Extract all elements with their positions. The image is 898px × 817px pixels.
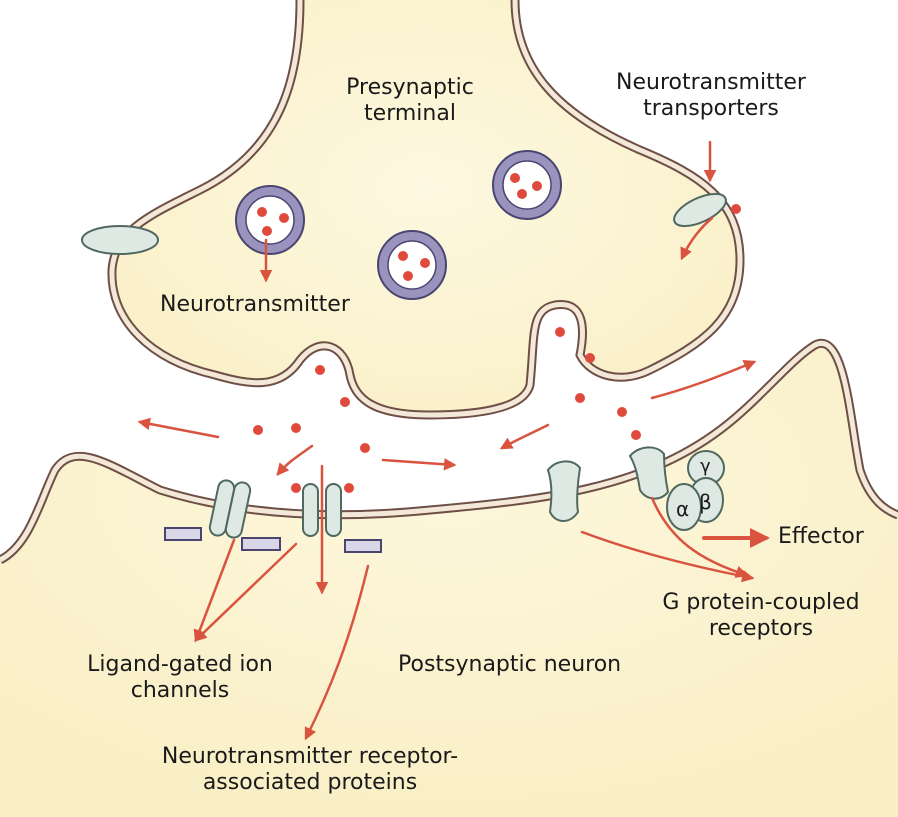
label-neurotransmitter: Neurotransmitter: [160, 292, 350, 317]
g-protein-complex: [666, 450, 725, 531]
synaptic-vesicle: [235, 185, 305, 255]
transporter-protein-right: [673, 192, 727, 228]
g-protein-coupled-receptor: [628, 446, 670, 500]
label-associated-line2: associated proteins: [202, 770, 418, 795]
label-transporters-line1: Neurotransmitter: [616, 70, 806, 95]
label-presynaptic-line2: terminal: [364, 101, 456, 126]
ligand-gated-ion-channel: [208, 479, 252, 539]
label-effector: Effector: [778, 524, 864, 549]
label-beta-subunit: β: [699, 490, 712, 514]
label-postsynaptic-neuron: Postsynaptic neuron: [398, 652, 622, 677]
neurotransmitter-molecules: [253, 204, 741, 493]
receptor-associated-protein: [164, 527, 382, 553]
label-receptor-associated-proteins: Neurotransmitter receptor- associated pr…: [140, 744, 480, 796]
label-gpcr-line2: receptors: [708, 616, 814, 641]
postsynaptic-membrane: [0, 338, 898, 817]
label-alpha-subunit: α: [676, 497, 690, 521]
label-neurotransmitter-transporters: Neurotransmitter transporters: [596, 70, 826, 122]
label-presynaptic-terminal: Presynaptic terminal: [330, 75, 490, 127]
arrows: [137, 140, 770, 741]
synaptic-vesicle: [377, 230, 447, 300]
label-ligand-line2: channels: [130, 678, 230, 703]
label-g-protein-coupled-receptors: G protein-coupled receptors: [636, 590, 886, 642]
label-presynaptic-line1: Presynaptic: [346, 75, 474, 100]
label-ligand-line1: Ligand-gated ion: [87, 652, 273, 677]
presynaptic-membrane: [107, 0, 745, 420]
g-protein-coupled-receptor: [546, 460, 582, 522]
label-gpcr-line1: G protein-coupled: [662, 590, 860, 615]
label-transporters-line2: transporters: [643, 96, 779, 121]
ligand-gated-ion-channel: [302, 483, 342, 537]
synaptic-vesicle: [492, 150, 562, 220]
label-gamma-subunit: γ: [700, 456, 711, 477]
label-associated-line1: Neurotransmitter receptor-: [161, 744, 459, 769]
label-ligand-gated-ion-channels: Ligand-gated ion channels: [60, 652, 300, 704]
transporter-protein-left: [81, 225, 159, 255]
